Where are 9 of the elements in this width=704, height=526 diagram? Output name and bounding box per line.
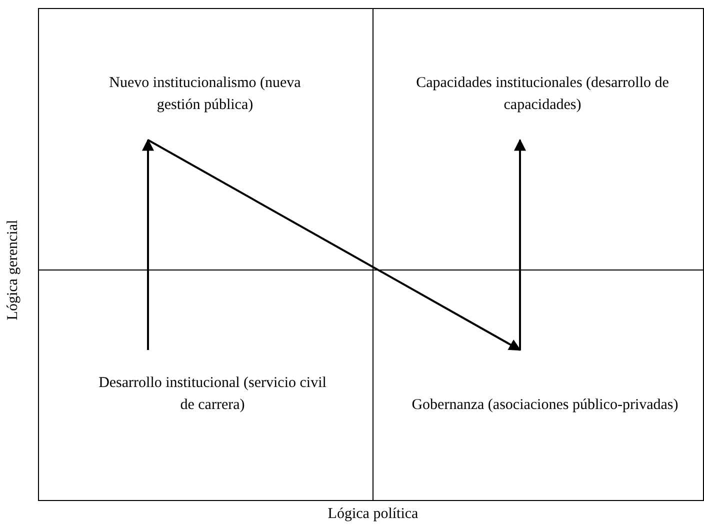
arrow: [514, 138, 526, 350]
quadrant-label: Nuevo institucionalismo (nueva gestión pública): [108, 74, 302, 115]
axis-label: Lógica gerencial: [4, 220, 22, 320]
arrow: [148, 139, 522, 351]
axis-label: Lógica política: [328, 505, 418, 524]
quadrant-label: Desarrollo institucional (servicio civil de carrera): [98, 374, 328, 415]
arrow: [142, 138, 154, 350]
quadrant-label: Gobernanza (asociaciones público-privadas): [412, 396, 678, 415]
quadrant-label: Capacidades institucionales (desarrollo de capacidades): [415, 74, 670, 115]
